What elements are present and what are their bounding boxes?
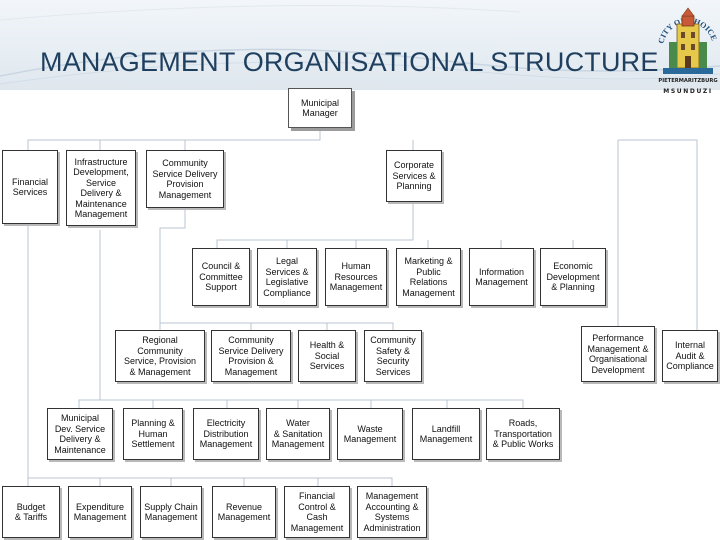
logo-name: MSUNDUZI [663,88,713,95]
revenue-management-box: Revenue Management [212,486,276,538]
internal-audit-box: Internal Audit & Compliance [662,330,718,382]
slide-header: MANAGEMENT ORGANISATIONAL STRUCTURE [0,0,720,90]
header-swoosh-decoration [0,5,720,85]
electricity-distribution-box: Electricity Distribution Management [193,408,259,460]
legal-services-box: Legal Services & Legislative Compliance [257,248,317,306]
marketing-pr-box: Marketing & Public Relations Management [396,248,461,306]
water-sanitation-box: Water & Sanitation Management [266,408,330,460]
municipal-dev-box: Municipal Dev. Service Delivery & Mainte… [47,408,113,460]
municipal-manager-box: Municipal Manager [288,88,352,128]
regional-community-box: Regional Community Service, Provision & … [115,330,205,382]
page-title: MANAGEMENT ORGANISATIONAL STRUCTURE [40,47,659,77]
community-safety-box: Community Safety & Security Services [364,330,422,382]
performance-management-box: Performance Management & Organisational … [581,326,655,382]
supply-chain-box: Supply Chain Management [140,486,202,538]
management-accounting-box: Management Accounting & Systems Administ… [357,486,427,538]
expenditure-management-box: Expenditure Management [68,486,132,538]
economic-development-box: Economic Development & Planning [540,248,606,306]
financial-control-box: Financial Control & Cash Management [284,486,350,538]
budget-tariffs-box: Budget & Tariffs [2,486,60,538]
health-social-box: Health & Social Services [298,330,356,382]
community-service-box: Community Service Delivery Provision Man… [146,150,224,208]
roads-transportation-box: Roads, Transportation & Public Works [486,408,560,460]
city-of-choice-logo: CITY OF CHOICE PIETERMARITZBURG [657,7,719,84]
landfill-management-box: Landfill Management [412,408,480,460]
community-delivery-box: Community Service Delivery Provision & M… [211,330,291,382]
human-resources-box: Human Resources Management [325,248,387,306]
financial-services-box: Financial Services [2,150,58,224]
waste-management-box: Waste Management [337,408,403,460]
corporate-services-box: Corporate Services & Planning [386,150,442,202]
planning-settlement-box: Planning & Human Settlement [123,408,183,460]
council-committee-box: Council & Committee Support [192,248,250,306]
infrastructure-box: Infrastructure Development, Service Deli… [66,150,136,226]
logo-subtext: PIETERMARITZBURG [658,78,717,84]
information-management-box: Information Management [469,248,534,306]
